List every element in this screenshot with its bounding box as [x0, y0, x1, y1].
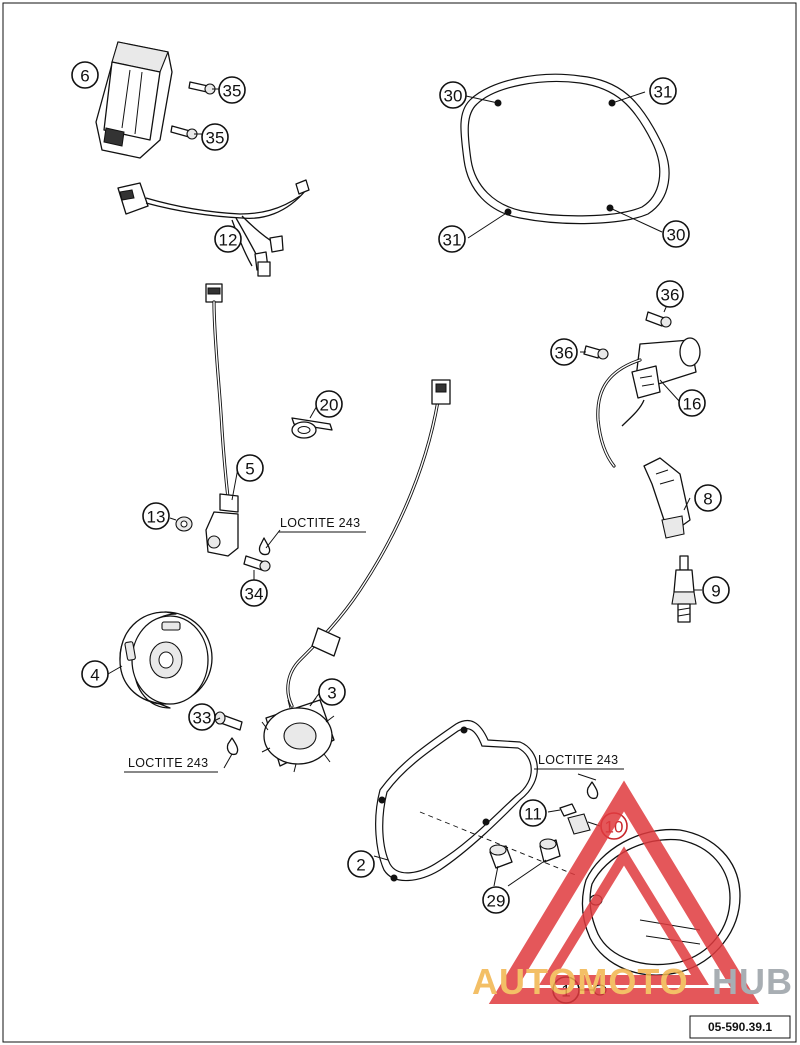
- loctite-note-2: LOCTITE 243: [124, 756, 218, 773]
- loctite-label: LOCTITE 243: [128, 756, 208, 770]
- part-4-rotor: [119, 611, 213, 709]
- svg-text:6: 6: [80, 67, 89, 86]
- gasket-top: [460, 73, 670, 225]
- watermark-triangle: [488, 780, 760, 1004]
- part-9-spark-plug: [671, 555, 697, 623]
- svg-text:16: 16: [683, 395, 702, 414]
- callout-30-upper: 30: [439, 81, 467, 109]
- callout-5: 5: [236, 454, 264, 482]
- callout-12: 12: [214, 225, 242, 253]
- svg-text:9: 9: [711, 582, 720, 601]
- callout-36-upper: 36: [656, 280, 684, 308]
- part-5-pickup-cable: [205, 283, 239, 557]
- svg-text:35: 35: [206, 129, 225, 148]
- part-36-bolts: [583, 311, 672, 360]
- callout-31-lower: 31: [438, 225, 466, 253]
- callout-13: 13: [142, 502, 170, 530]
- callout-16: 16: [678, 389, 706, 417]
- part-2-cover-gasket: [375, 719, 579, 882]
- part-3-stator: [261, 379, 451, 773]
- svg-text:36: 36: [661, 286, 680, 305]
- svg-text:2: 2: [356, 856, 365, 875]
- callout-8: 8: [694, 484, 722, 512]
- part-20-cable-tie: [291, 417, 333, 439]
- svg-text:8: 8: [703, 490, 712, 509]
- svg-text:11: 11: [524, 805, 542, 824]
- svg-text:30: 30: [667, 226, 686, 245]
- part-6-cdi-unit: [95, 41, 173, 159]
- svg-text:33: 33: [193, 709, 212, 728]
- callout-34: 34: [240, 579, 268, 607]
- part-34-screw: [243, 529, 281, 572]
- callout-11: 11: [519, 799, 547, 827]
- callout-35-lower: 35: [201, 123, 229, 151]
- svg-text:4: 4: [90, 666, 99, 685]
- svg-text:20: 20: [320, 396, 339, 415]
- callout-29: 29: [482, 886, 510, 914]
- watermark-word-hub: HUB: [712, 961, 793, 1002]
- callout-35-upper: 35: [218, 76, 246, 104]
- svg-text:30: 30: [444, 87, 463, 106]
- svg-text:31: 31: [654, 83, 673, 102]
- reference-number: 05-590.39.1: [689, 1015, 791, 1039]
- watermark-logo: AUTOMOTO HUB: [472, 780, 793, 1004]
- callout-3: 3: [318, 678, 346, 706]
- part-12-wiring-harness: [117, 179, 310, 277]
- callout-9: 9: [702, 576, 730, 604]
- callout-2: 2: [347, 850, 375, 878]
- reference-text: 05-590.39.1: [708, 1020, 772, 1034]
- part-11-screw: [559, 781, 599, 817]
- loctite-label: LOCTITE 243: [538, 753, 618, 767]
- watermark-triangle-inner: [539, 846, 709, 985]
- svg-text:36: 36: [555, 344, 574, 363]
- svg-text:31: 31: [443, 231, 462, 250]
- part-29-dowels: [489, 838, 561, 869]
- svg-text:5: 5: [245, 460, 254, 479]
- loctite-note-1: LOCTITE 243: [278, 516, 366, 533]
- loctite-label: LOCTITE 243: [280, 516, 360, 530]
- svg-text:35: 35: [223, 82, 242, 101]
- callout-36-lower: 36: [550, 338, 578, 366]
- part-33-screw: [214, 711, 243, 756]
- watermark-word-automoto: AUTOMOTO: [472, 961, 689, 1002]
- callout-20: 20: [315, 390, 343, 418]
- leader-lines: [107, 88, 702, 991]
- part-13-grommet: [175, 516, 193, 532]
- part-8-spark-plug-cap: [643, 457, 691, 539]
- svg-text:12: 12: [219, 231, 238, 250]
- loctite-note-3: LOCTITE 243: [534, 753, 624, 770]
- part-10-pickup: [567, 813, 591, 835]
- callout-4: 4: [81, 660, 109, 688]
- callout-6: 6: [71, 61, 99, 89]
- svg-text:34: 34: [245, 585, 264, 604]
- part-16-ignition-coil: [596, 337, 701, 468]
- callout-31-upper: 31: [649, 77, 677, 105]
- callout-33: 33: [188, 703, 216, 731]
- svg-text:29: 29: [487, 892, 506, 911]
- svg-text:3: 3: [327, 684, 336, 703]
- svg-text:13: 13: [147, 508, 166, 527]
- callout-30-lower: 30: [662, 220, 690, 248]
